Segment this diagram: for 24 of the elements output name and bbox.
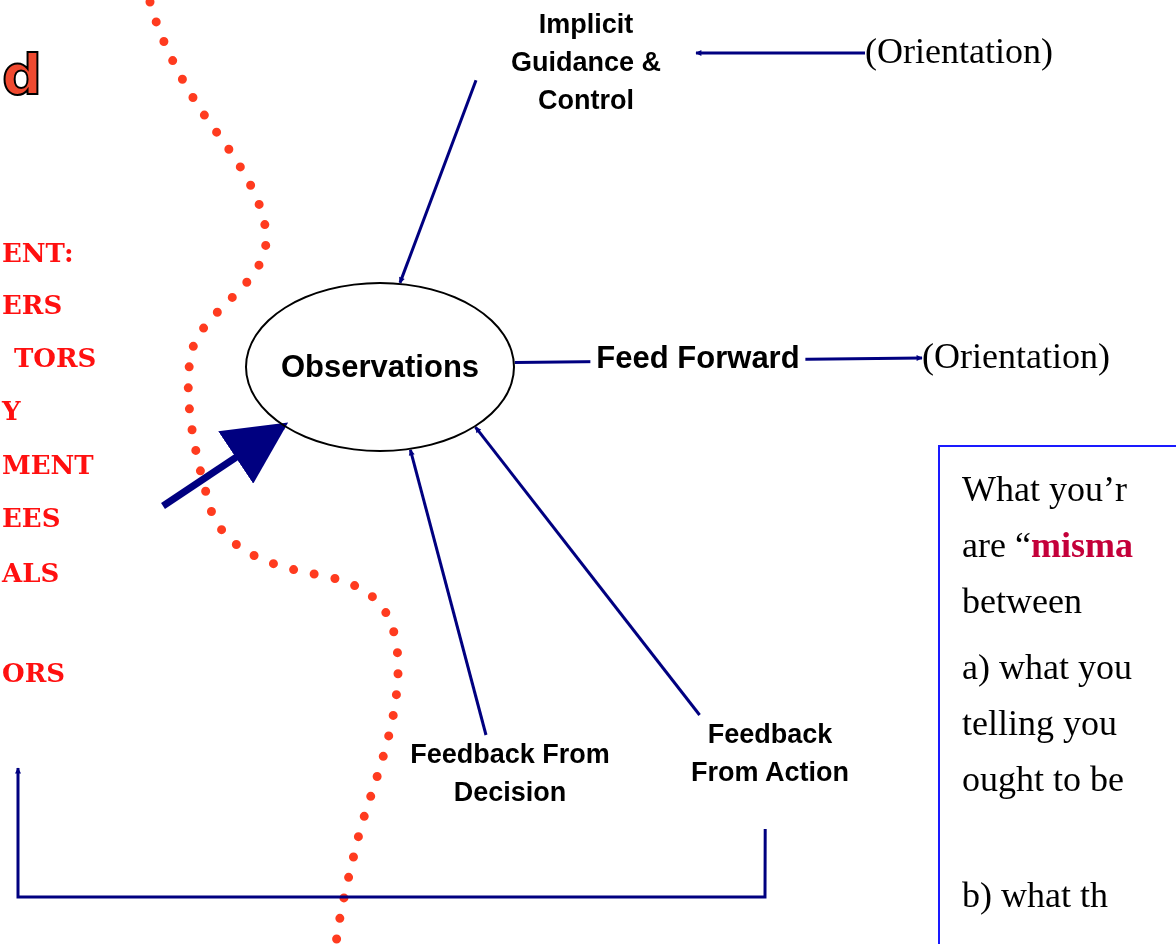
node-text: (Orientation): [922, 335, 1110, 377]
arrow: [161, 422, 289, 509]
node-text: Implicit Guidance & Control: [476, 5, 696, 119]
arrow: [474, 426, 701, 716]
list-item-text: ENT:: [2, 238, 74, 268]
list-item-text: ERS: [2, 290, 63, 320]
list-item-text: ORS: [2, 658, 66, 688]
arrow: [695, 49, 865, 56]
list-item-text: Y: [2, 396, 21, 426]
node-text: Feedback From Action: [690, 715, 850, 791]
node-text: (Orientation): [865, 30, 1053, 72]
arrow: [398, 79, 478, 284]
observations-ellipse: [245, 282, 515, 452]
title-fragment: d: [2, 44, 43, 106]
list-item-text: TORS: [14, 343, 97, 373]
ellipse-label: Observations: [280, 349, 480, 385]
note-paragraph: a) what you telling you ought to be: [962, 646, 1133, 801]
list-item-text: MENT: [2, 450, 94, 480]
note-paragraph: b) what th: [962, 874, 1109, 917]
node-text: Feedback From Decision: [390, 735, 630, 811]
list-item-text: EES: [2, 503, 61, 533]
note-box: [938, 445, 1176, 944]
list-item-text: ALS: [2, 558, 60, 588]
arrow: [15, 767, 767, 899]
